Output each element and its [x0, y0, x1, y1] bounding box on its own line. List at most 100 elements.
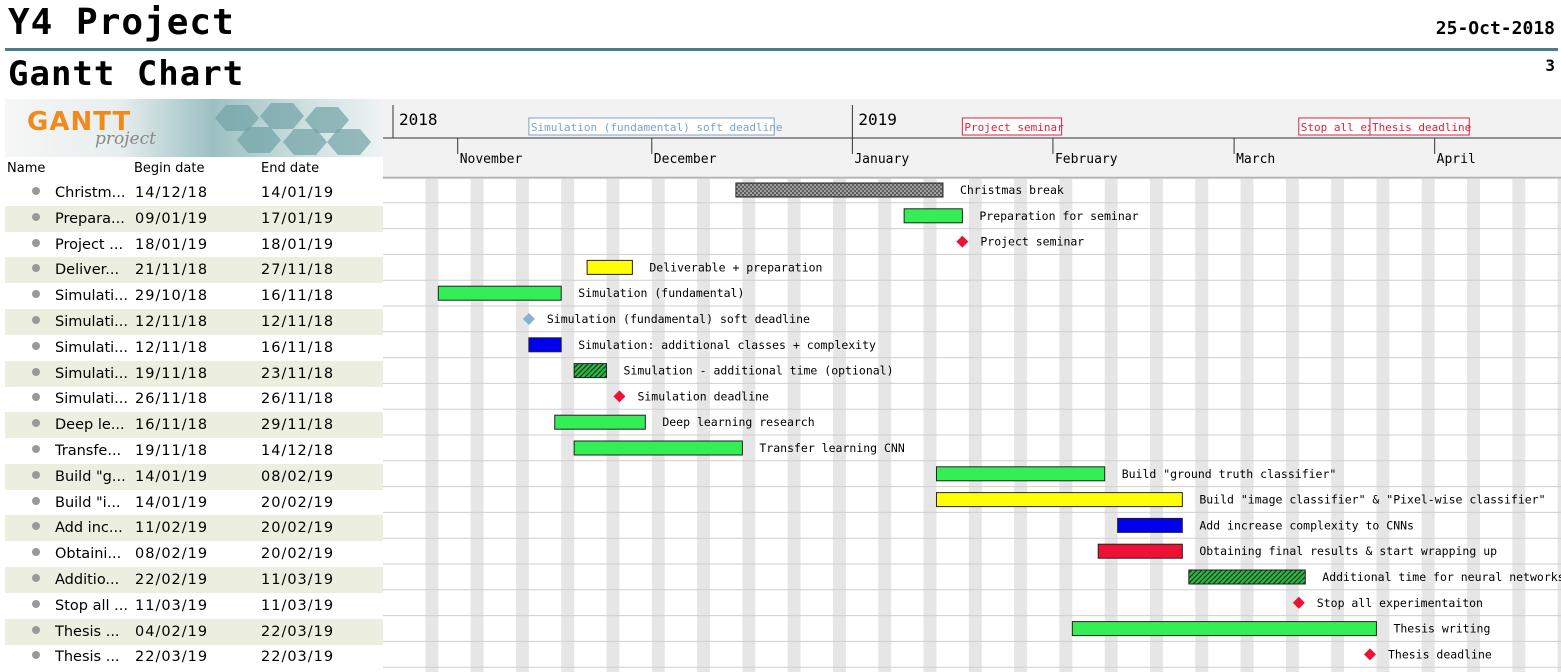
weekend-stripe — [1467, 179, 1480, 672]
milestone-diamond — [613, 390, 626, 403]
task-name: Thesis ... — [55, 649, 120, 666]
timeline-month-band — [383, 138, 1561, 178]
report-title: Y4 Project — [8, 2, 235, 43]
task-bar — [554, 414, 646, 430]
task-bar — [935, 466, 1106, 482]
task-begin-date: 09/01/19 — [135, 210, 209, 227]
task-bar-label: Simulation: additional classes + complex… — [578, 338, 876, 352]
task-bullet-icon — [32, 212, 40, 221]
weekend-stripe — [515, 179, 529, 672]
task-end-date: 26/11/18 — [261, 391, 335, 408]
task-begin-date: 12/11/18 — [135, 339, 209, 356]
task-end-date: 29/11/18 — [261, 417, 335, 434]
month-label: December — [654, 152, 717, 167]
ganttproject-logo: GANTT project — [5, 99, 383, 157]
weekend-stripe — [1331, 179, 1345, 672]
milestone-header-label: Simulation (fundamental) soft deadline — [531, 121, 783, 134]
task-begin-date: 16/11/18 — [135, 417, 209, 434]
weekend-stripe — [1285, 179, 1299, 672]
task-bullet-icon — [32, 651, 40, 660]
column-header-name[interactable]: Name — [7, 161, 46, 176]
weekend-stripe — [1149, 179, 1163, 672]
weekend-stripe — [1014, 179, 1028, 672]
task-name: Thesis ... — [55, 623, 120, 640]
task-bullet-icon — [32, 367, 40, 376]
task-bullet-icon — [32, 264, 40, 273]
task-begin-date: 14/01/19 — [135, 468, 209, 485]
column-header-end-date[interactable]: End date — [261, 161, 320, 176]
task-bar — [586, 259, 633, 275]
task-end-date: 11/03/19 — [261, 597, 335, 614]
task-bar — [735, 182, 944, 198]
task-bar-label: Add increase complexity to CNNs — [1199, 518, 1414, 532]
task-bar-label: Stop all experimentaiton — [1317, 596, 1483, 610]
weekend-stripe — [923, 179, 937, 672]
milestone-header-box — [961, 117, 1063, 136]
task-end-date: 22/03/19 — [261, 649, 335, 666]
task-end-date: 11/03/19 — [261, 572, 335, 588]
task-bar-label: Obtaining final results & start wrapping… — [1199, 544, 1497, 558]
task-begin-date: 12/11/18 — [135, 314, 209, 330]
logo-word: GANTT — [27, 107, 132, 137]
weekend-stripe — [1059, 179, 1073, 672]
task-bar-label: Simulation deadline — [637, 389, 769, 403]
task-name: Add inc... — [55, 520, 123, 537]
task-begin-date: 11/03/19 — [135, 597, 209, 614]
task-end-date: 12/11/18 — [261, 314, 335, 330]
task-bar — [573, 440, 743, 456]
task-bar-label: Simulation (fundamental) — [578, 286, 744, 300]
task-name: Simulati... — [55, 288, 129, 305]
task-name: Simulati... — [55, 365, 129, 382]
task-bullet-icon — [32, 625, 40, 634]
milestone-diamond — [1363, 648, 1376, 661]
task-bar — [935, 492, 1183, 508]
weekend-stripe — [1421, 179, 1435, 672]
task-begin-date: 26/11/18 — [135, 391, 209, 408]
task-end-date: 17/01/19 — [261, 210, 335, 227]
task-end-date: 08/02/19 — [261, 468, 335, 485]
task-name: Stop all ... — [55, 597, 128, 614]
month-label: March — [1236, 152, 1275, 167]
column-header-begin-date[interactable]: Begin date — [134, 161, 205, 176]
task-name: Simulati... — [55, 339, 129, 356]
task-name: Christm... — [55, 185, 126, 201]
milestone-header-box — [1369, 117, 1470, 136]
task-bullet-icon — [32, 470, 40, 479]
task-bar-label: Build "ground truth classifier" — [1122, 467, 1337, 481]
task-begin-date: 21/11/18 — [135, 262, 209, 279]
milestone-header-label: Project seminar — [964, 121, 1064, 134]
task-end-date: 20/02/19 — [261, 494, 335, 511]
weekend-stripe — [697, 179, 711, 672]
milestone-header-label: Stop all ex — [1301, 121, 1374, 134]
table-row[interactable]: Stop all ... 11/03/19 11/03/19 — [5, 593, 383, 619]
task-name: Transfe... — [55, 443, 122, 459]
task-begin-date: 14/01/19 — [135, 494, 209, 511]
gantt-chart: 20182019OctoberNovemberDecemberJanuaryFe… — [383, 99, 1561, 672]
task-begin-date: 04/02/19 — [135, 623, 209, 640]
task-bar-label: Preparation for seminar — [979, 209, 1138, 223]
weekend-stripe — [968, 179, 982, 672]
gantt-chart-svg: 20182019OctoberNovemberDecemberJanuaryFe… — [383, 99, 1561, 672]
report-date: 25-Oct-2018 — [1435, 18, 1555, 39]
task-bullet-icon — [32, 187, 40, 195]
task-bar-label: Simulation - additional time (optional) — [624, 364, 894, 378]
weekend-stripe — [651, 179, 665, 672]
